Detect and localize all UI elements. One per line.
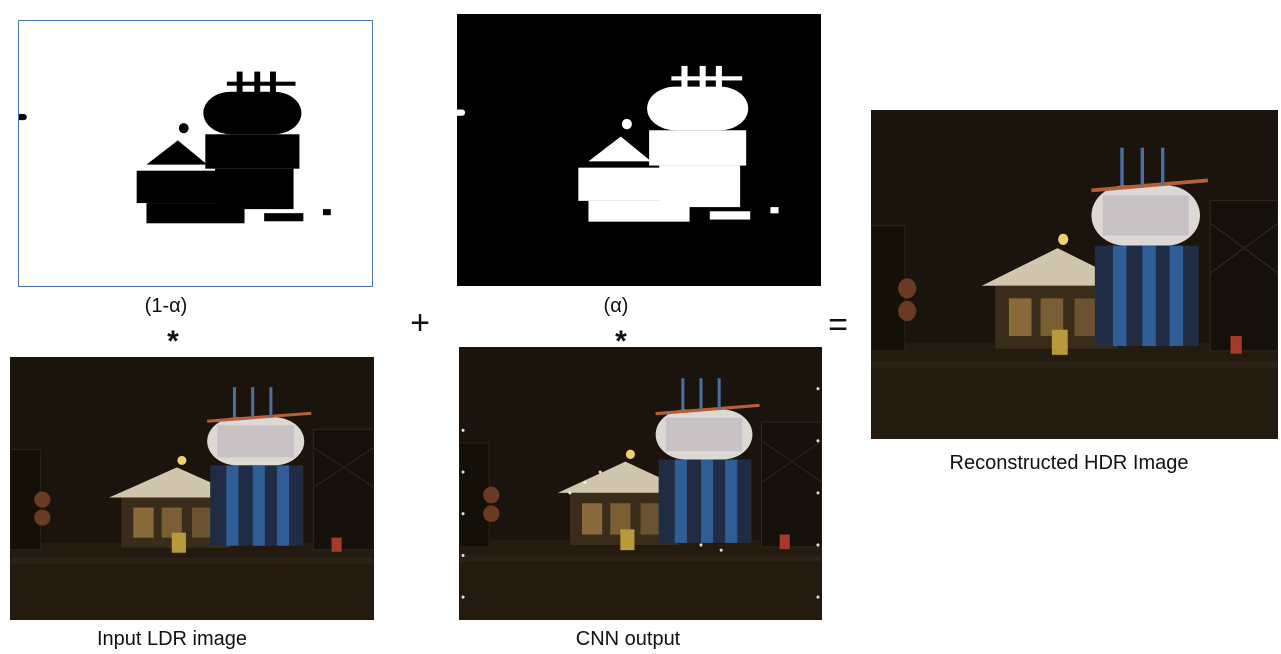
hdr-image <box>871 110 1278 439</box>
one-minus-alpha-mask <box>18 20 373 287</box>
cnn-output-label: CNN output <box>575 628 681 650</box>
cnn-output-image <box>459 347 822 620</box>
input-ldr-label: Input LDR image <box>96 628 248 650</box>
alpha-mask <box>457 14 821 286</box>
alpha-label: (α) <box>603 295 629 317</box>
input-ldr-image <box>10 357 374 620</box>
multiply-right-operator: * <box>615 325 627 358</box>
hdr-label: Reconstructed HDR Image <box>949 452 1189 474</box>
equals-operator: = <box>828 306 848 344</box>
multiply-left-operator: * <box>167 325 179 358</box>
plus-operator: + <box>410 304 430 342</box>
one-minus-alpha-label: (1-α) <box>144 295 188 317</box>
